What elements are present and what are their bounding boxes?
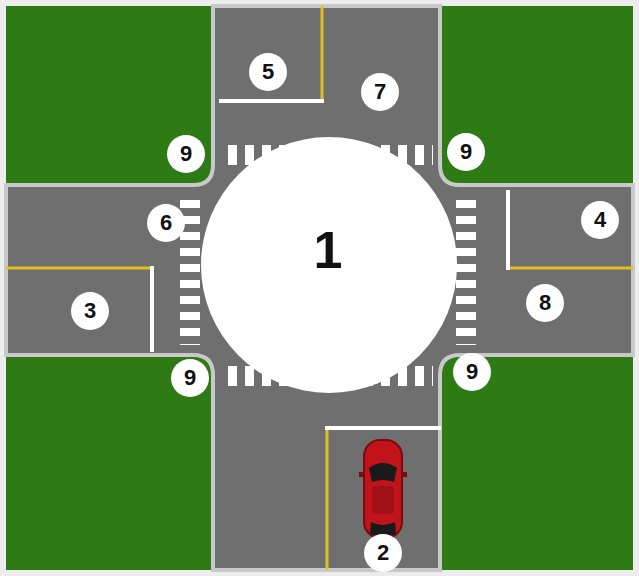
stop-lines xyxy=(152,101,508,428)
callout-number: 9 xyxy=(171,359,209,397)
callout-number: 9 xyxy=(167,135,205,173)
center-lines xyxy=(6,6,633,570)
callout-number: 9 xyxy=(453,353,491,391)
callout-number: 6 xyxy=(147,204,185,242)
callout-number: 2 xyxy=(364,534,402,572)
crosswalk xyxy=(456,200,476,345)
callout-number: 8 xyxy=(526,284,564,322)
intersection-area xyxy=(201,137,457,393)
grass xyxy=(6,6,633,570)
car xyxy=(359,440,407,538)
callout-number: 5 xyxy=(249,53,287,91)
callout-number: 3 xyxy=(71,292,109,330)
callout-number: 7 xyxy=(361,73,399,111)
callout-number: 9 xyxy=(447,133,485,171)
road-surface xyxy=(6,6,633,570)
callout-number: 1 xyxy=(310,218,347,282)
callout-number: 4 xyxy=(581,201,619,239)
